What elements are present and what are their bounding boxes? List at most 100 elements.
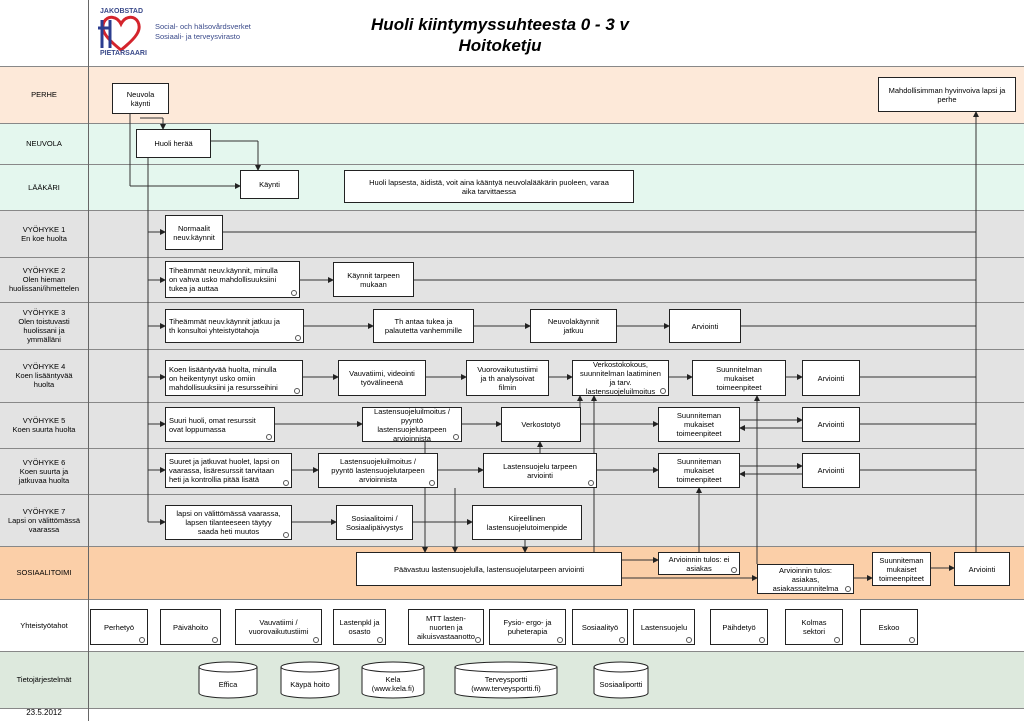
system-effica: Effica — [218, 679, 238, 689]
document-icon — [283, 532, 289, 538]
box-v3-tiheammat: Tiheämmät neuv.käynnit jatkuu ja th kons… — [165, 309, 304, 343]
partner-paivahoito-text: Päivähoito — [172, 622, 209, 632]
document-icon — [619, 637, 625, 643]
box-goal: Mahdollisimman hyvinvoiva lapsi ja perhe — [878, 77, 1016, 112]
document-icon — [475, 637, 481, 643]
box-v4-suunnitelman: Suunnitelman mukaiset toimeenpiteet — [692, 360, 786, 396]
box-v6-suuret-text: Suuret ja jatkuvat huolet, lapsi on vaar… — [169, 457, 280, 484]
document-icon — [377, 637, 383, 643]
document-icon — [557, 637, 563, 643]
box-v2-tiheammat-text: Tiheämmät neuv.käynnit, minulla on vahva… — [169, 266, 278, 293]
lane-vyohyke3 — [0, 302, 1024, 349]
document-icon — [909, 637, 915, 643]
box-v3-th: Th antaa tukea ja palautetta vanhemmille — [373, 309, 474, 343]
lane-label-vyohyke6: VYÖHYKE 6 Koen suurta ja jatkuvaa huolta — [18, 457, 70, 485]
title-line-1: Huoli kiintymyssuhteesta 0 - 3 v — [371, 15, 629, 34]
partner-paihdetyo: Päihdetyö — [710, 609, 768, 645]
box-s-arviointi: Arviointi — [954, 552, 1010, 586]
footer-band — [0, 708, 1024, 721]
box-neuvola-kaynti: Neuvola käynti — [112, 83, 169, 114]
partner-eskoo: Eskoo — [860, 609, 918, 645]
box-s-suunniteman: Suunniteman mukaiset toimeenpiteet — [872, 552, 931, 586]
partner-sosiaalityo: Sosiaalityö — [572, 609, 628, 645]
box-huoli-lapsesta: Huoli lapsesta, äidistä, voit aina käänt… — [344, 170, 634, 203]
document-icon — [313, 637, 319, 643]
partner-fysio: Fysio- ergo- ja puheterapia — [489, 609, 566, 645]
lane-label-sosiaalitoimi: SOSIAALITOIMI — [16, 568, 72, 577]
lane-label-vyohyke7: VYÖHYKE 7 Lapsi on välittömässä vaarassa — [7, 506, 81, 534]
document-icon — [291, 290, 297, 296]
document-icon — [731, 567, 737, 573]
box-v5-lastensuojeluilmoitus: Lastensuojeluilmoitus / pyyntö lastensuo… — [362, 407, 462, 443]
box-s-tulos-ei: Arvioinnin tulos: ei asiakas — [658, 552, 740, 575]
label-column-divider — [88, 0, 89, 721]
lane-label-vyohyke1: VYÖHYKE 1 En koe huolta — [21, 224, 67, 243]
lane-label-neuvola: NEUVOLA — [26, 139, 62, 148]
box-v5-suunniteman: Suunniteman mukaiset toimeenpiteet — [658, 407, 740, 442]
partner-kolmas-sektori: Kolmas sektori — [785, 609, 843, 645]
system-sosiaaliportti: Sosiaaliportti — [599, 679, 643, 689]
lane-perhe — [0, 66, 1024, 123]
partner-eskoo-text: Eskoo — [878, 622, 900, 632]
partner-perhetyo: Perhetyö — [90, 609, 148, 645]
logo-bottom-text: PIETARSAARI — [100, 50, 147, 57]
logo-top-text: JAKOBSTAD — [100, 8, 144, 15]
box-s-tulos-asiakas: Arvioinnin tulos: asiakas, asiakassuunni… — [757, 564, 854, 594]
box-v7-sosiaalitoimi: Sosiaalitoimi / Sosiaalipäivystys — [336, 505, 413, 540]
box-s-paavastuu: Päävastuu lastensuojelulla, lastensuojel… — [356, 552, 622, 586]
box-v2-kaynnit: Käynnit tarpeen mukaan — [333, 262, 414, 297]
partner-vauvatiimi: Vauvatiimi / vuorovaikutustiimi — [235, 609, 322, 645]
document-icon — [295, 335, 301, 341]
box-v4-verkostokokous: Verkostokokous, suunnitelman laatiminen … — [572, 360, 669, 396]
lane-label-perhe: PERHE — [31, 90, 57, 99]
lane-vyohyke2 — [0, 257, 1024, 302]
lane-vyohyke1 — [0, 210, 1024, 257]
partner-perhetyo-text: Perhetyö — [103, 622, 135, 632]
box-v4-koen-text: Koen lisääntyvää huolta, minulla on heik… — [169, 364, 278, 392]
box-v5-verkostotyo: Verkostotyö — [501, 407, 581, 442]
document-icon — [834, 637, 840, 643]
document-icon — [294, 388, 300, 394]
partner-fysio-text: Fysio- ergo- ja puheterapia — [503, 618, 552, 636]
document-icon — [686, 637, 692, 643]
box-v3-neuvola: Neuvolakäynnit jatkuu — [530, 309, 617, 343]
box-v7-lapsi: lapsi on välittömässä vaarassa, lapsen t… — [165, 505, 292, 540]
lane-label-laakari: LÄÄKÄRI — [28, 182, 60, 192]
box-v7-kiireellinen: Kiireellinen lastensuojelutoimenpide — [472, 505, 582, 540]
system-kela: Kela (www.kela.fi) — [371, 675, 415, 693]
box-v5-suuri-text: Suuri huoli, omat resurssit ovat loppuma… — [169, 415, 256, 434]
box-v3-arviointi: Arviointi — [669, 309, 741, 343]
partner-kolmas-sektori-text: Kolmas sektori — [801, 618, 827, 636]
box-huoli-heraa: Huoli herää — [136, 129, 211, 158]
org-name-sv: Social- och hälsovårdsverket — [155, 22, 251, 31]
org-name-fi: Sosiaali- ja terveysvirasto — [155, 32, 241, 41]
box-v5-suuri: Suuri huoli, omat resurssit ovat loppuma… — [165, 407, 275, 442]
document-icon — [759, 637, 765, 643]
document-icon — [429, 480, 435, 486]
system-kayppa-hoito: Käypä hoito — [290, 679, 330, 689]
box-s-tulos-ei-text: Arvioinnin tulos: ei asiakas — [668, 554, 730, 573]
box-s-tulos-asiakas-text: Arvioinnin tulos: asiakas, asiakassuunni… — [772, 565, 839, 593]
box-v4-verkostokokous-text: Verkostokokous, suunnitelman laatiminen … — [580, 360, 661, 396]
title-line-2: Hoitoketju — [458, 36, 542, 55]
system-terveysportti: Terveysportti (www.terveysportti.fi) — [471, 675, 541, 693]
partner-vauvatiimi-text: Vauvatiimi / vuorovaikutustiimi — [248, 618, 309, 636]
partner-paihdetyo-text: Päihdetyö — [722, 622, 756, 632]
partner-mtt: MTT lasten- nuorten ja aikuisvastaanotto — [408, 609, 484, 645]
box-v2-tiheammat: Tiheämmät neuv.käynnit, minulla on vahva… — [165, 261, 300, 298]
box-v4-vuorovaikutus: Vuorovaikutustiimi ja th analysoivat fil… — [466, 360, 549, 396]
box-v6-lastensuojeluilmoitus-text: Lastensuojeluilmoitus / pyyntö lastensuo… — [331, 457, 425, 484]
organization-logo — [96, 8, 286, 58]
box-v4-arviointi: Arviointi — [802, 360, 860, 396]
document-icon — [845, 586, 851, 592]
lane-label-tietojarjestelmat: Tietojärjestelmät — [16, 675, 72, 684]
heart-logo-icon — [98, 15, 141, 52]
partner-lastensuojelu: Lastensuojelu — [633, 609, 695, 645]
box-v6-arviointi: Arviointi — [802, 453, 860, 488]
lane-label-vyohyke5: VYÖHYKE 5 Koen suurta huolta — [12, 416, 76, 434]
document-icon — [588, 480, 594, 486]
box-v6-suuret: Suuret ja jatkuvat huolet, lapsi on vaar… — [165, 453, 292, 488]
lane-label-yhteistyotahot: Yhteistyötahot — [20, 620, 68, 630]
box-v5-arviointi: Arviointi — [802, 407, 860, 442]
footer-date: 23.5.2012 — [26, 708, 62, 717]
